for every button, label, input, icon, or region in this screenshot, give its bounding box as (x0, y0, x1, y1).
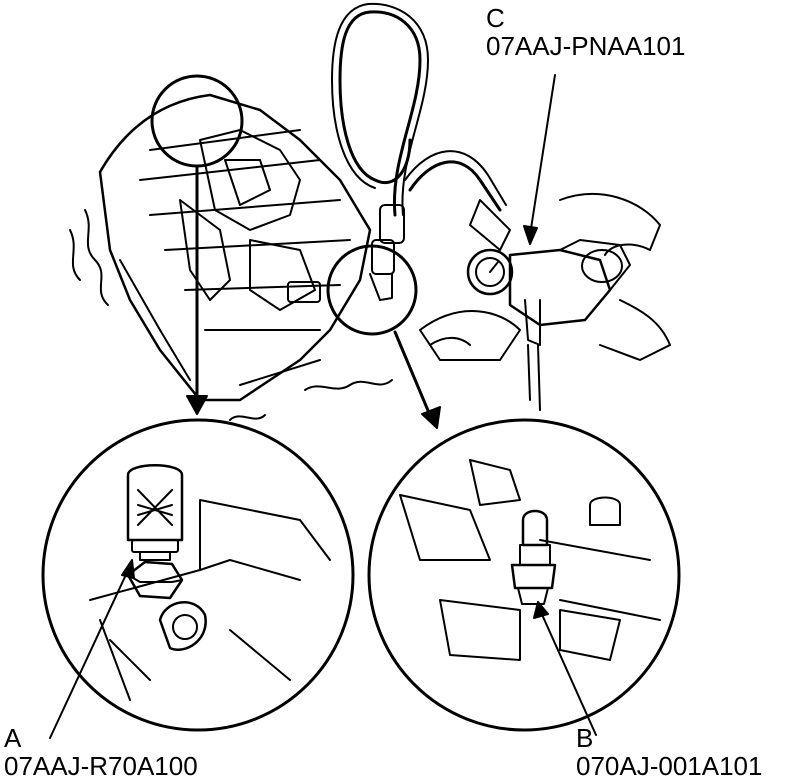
callout-a: A 07AAJ-R70A100 (4, 724, 198, 780)
callout-c: C 07AAJ-PNAA101 (486, 4, 685, 60)
callout-c-part-number: 07AAJ-PNAA101 (486, 31, 686, 61)
callout-b-letter: B (576, 723, 594, 753)
leader-arrow-a (121, 559, 135, 579)
leader-line-a (49, 565, 131, 739)
callout-b: B 070AJ-001A101 (576, 724, 762, 780)
callout-c-letter: C (486, 3, 505, 33)
callout-b-part-number: 070AJ-001A101 (576, 751, 763, 781)
arrow-to-detail-a (186, 164, 208, 415)
highlight-circle-head (150, 74, 244, 168)
arrow-to-detail-b (393, 330, 441, 429)
callout-a-letter: A (4, 723, 22, 753)
detail-circle-a (41, 418, 355, 732)
leader-line-c (529, 74, 556, 236)
compression-gauge (419, 193, 671, 411)
leader-arrow-c (523, 225, 538, 245)
engine-cylinder-head (69, 93, 393, 421)
callout-a-part-number: 07AAJ-R70A100 (4, 751, 198, 781)
gauge-hose (331, 2, 507, 301)
leader-arrow-b (533, 601, 549, 619)
detail-circle-b (367, 418, 681, 732)
leader-line-b (539, 609, 597, 736)
